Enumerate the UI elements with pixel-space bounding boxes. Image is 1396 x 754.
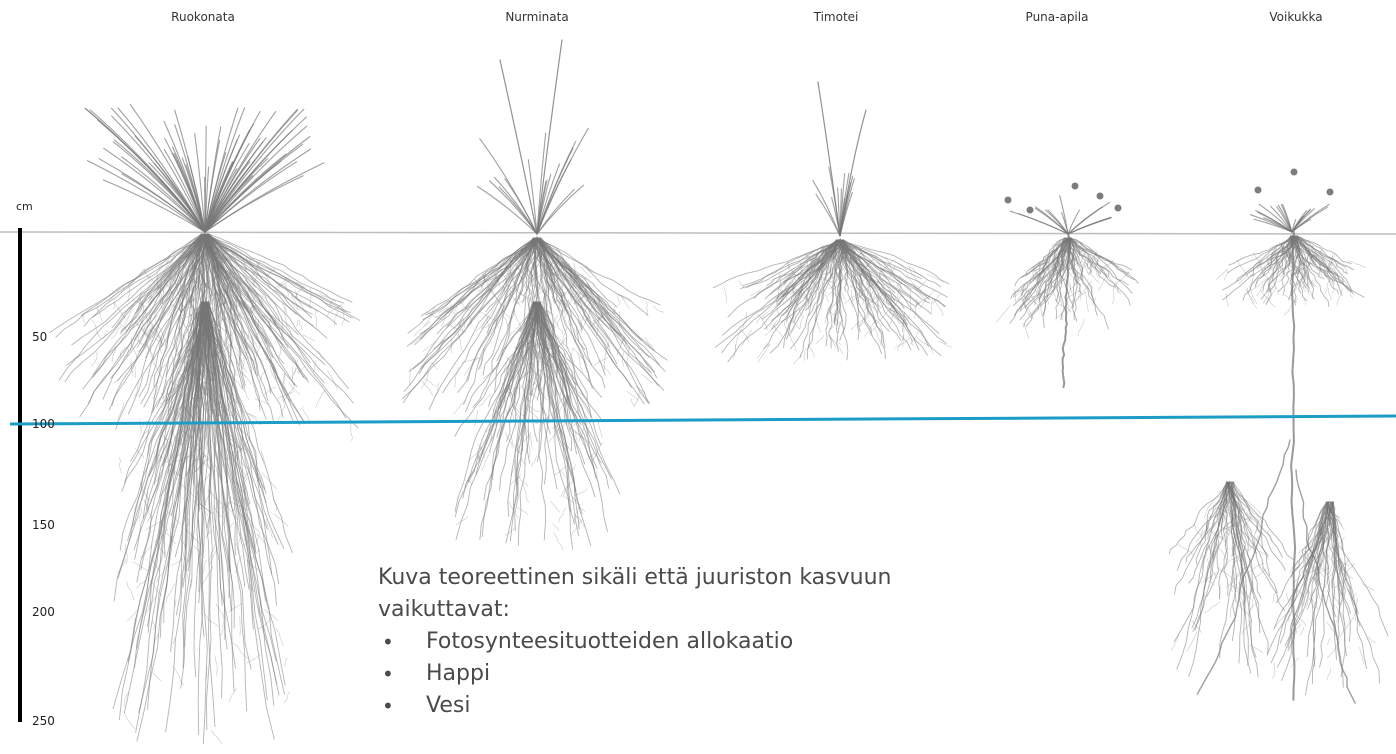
scale-unit-label: cm [16,200,33,213]
caption-line-1: Kuva teoreettinen sikäli että juuriston … [378,565,892,590]
plant-puna-apila [995,182,1139,389]
plant-label-ruokonata: Ruokonata [171,10,235,24]
caption-bullet-allokaatio: Fotosynteesituotteiden allokaatio [378,626,891,658]
scale-tick-250: 250 [32,714,55,728]
scale-tick-150: 150 [32,518,55,532]
caption-bullet-happi: Happi [378,658,891,690]
caption-line-2: vaikuttavat: [378,597,510,622]
soil-surface-line [0,231,1396,235]
caption-bullet-vesi: Vesi [378,690,891,722]
scale-tick-200: 200 [32,605,55,619]
plant-label-timotei: Timotei [813,10,859,24]
plants-layer [49,39,1389,745]
depth-reference-line [9,414,1396,426]
depth-scale-bar [18,228,22,722]
plant-label-voikukka: Voikukka [1269,10,1323,24]
plant-voikukka [1168,168,1389,704]
plant-ruokonata [49,103,361,745]
scale-tick-100: 100 [32,417,55,431]
plant-timotei [712,81,953,364]
scale-tick-50: 50 [32,330,48,344]
plant-label-puna-apila: Puna-apila [1025,10,1089,24]
caption-text: Kuva teoreettinen sikäli että juuriston … [378,562,891,722]
plant-label-nurminata: Nurminata [505,10,569,24]
plant-nurminata [402,39,668,551]
caption-bullet-list: Fotosynteesituotteiden allokaatio Happi … [378,626,891,722]
